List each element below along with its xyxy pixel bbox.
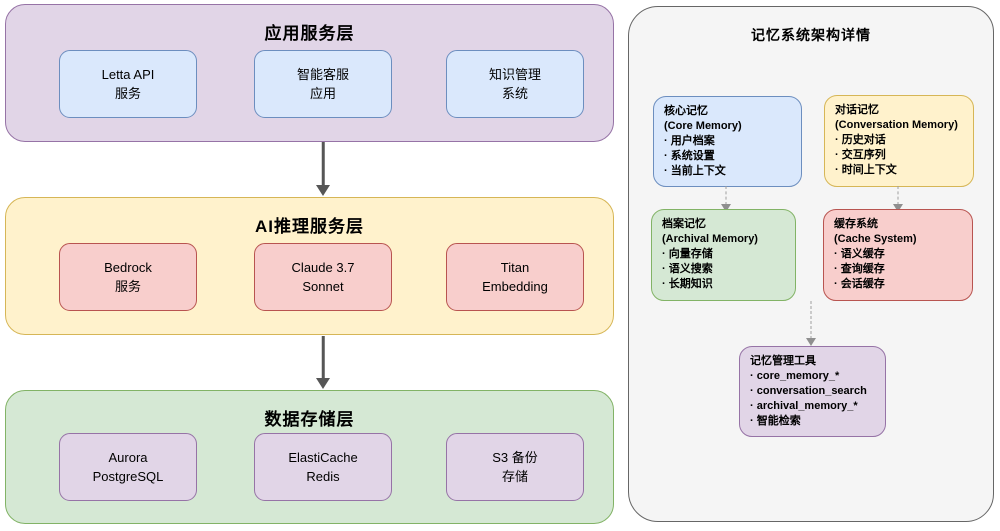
node-label-line: Embedding xyxy=(482,279,548,294)
card-item: 历史对话 xyxy=(835,133,963,148)
card-items: core_memory_* conversation_search archiv… xyxy=(750,369,875,429)
card-item: 语义搜索 xyxy=(662,262,785,277)
arrow-head-icon xyxy=(893,204,903,212)
card-subtitle: (Conversation Memory) xyxy=(835,119,958,131)
card-items: 用户档案 系统设置 当前上下文 xyxy=(664,134,791,179)
card-archival-memory: 档案记忆 (Archival Memory) 向量存储 语义搜索 长期知识 xyxy=(651,209,796,301)
arrow-ai-to-data xyxy=(315,336,331,389)
layer-title-ai: AI推理服务层 xyxy=(255,217,364,236)
node-label-line: S3 备份 xyxy=(492,450,538,465)
node-label-line: Redis xyxy=(306,469,340,484)
node-label-line: 存储 xyxy=(501,469,528,484)
card-item: 用户档案 xyxy=(664,134,791,149)
node-claude-37-sonnet: Claude 3.7 Sonnet xyxy=(254,243,392,311)
node-aurora-postgresql: Aurora PostgreSQL xyxy=(59,433,197,501)
node-label-line: PostgreSQL xyxy=(92,469,164,484)
layer-data-storage: 数据存储层 Aurora PostgreSQL ElastiCache Redi… xyxy=(5,390,614,524)
card-item: 语义缓存 xyxy=(834,247,962,262)
node-label-line: Sonnet xyxy=(302,279,344,294)
layer-title-application: 应用服务层 xyxy=(264,24,355,43)
node-label-line: 服务 xyxy=(114,86,141,101)
arrow-core-to-archival xyxy=(720,186,732,212)
card-item: 查询缓存 xyxy=(834,262,962,277)
node-letta-api-service: Letta API 服务 xyxy=(59,50,197,118)
card-subtitle: (Core Memory) xyxy=(664,120,742,132)
arrow-to-memory-tools xyxy=(805,301,817,346)
node-label-line: 应用 xyxy=(309,86,336,101)
node-label-line: Titan xyxy=(500,260,530,275)
card-item: 交互序列 xyxy=(835,148,963,163)
node-label-line: 服务 xyxy=(114,279,141,294)
node-label-line: Bedrock xyxy=(104,260,152,275)
layer-ai-inference: AI推理服务层 Bedrock 服务 Claude 3.7 Sonnet Tit… xyxy=(5,197,614,335)
arrow-head-icon xyxy=(806,338,816,346)
card-item: 系统设置 xyxy=(664,149,791,164)
card-items: 语义缓存 查询缓存 会话缓存 xyxy=(834,247,962,292)
node-label-line: 智能客服 xyxy=(296,67,349,82)
card-title: 对话记忆 xyxy=(835,104,879,116)
card-item: 时间上下文 xyxy=(835,163,963,178)
node-label-line: 系统 xyxy=(501,86,528,101)
card-subtitle: (Archival Memory) xyxy=(662,233,758,245)
node-label-line: Aurora xyxy=(108,450,148,465)
dashed-arrow-shaft xyxy=(725,186,727,205)
card-cache-system: 缓存系统 (Cache System) 语义缓存 查询缓存 会话缓存 xyxy=(823,209,973,301)
card-item: 会话缓存 xyxy=(834,277,962,292)
layer-application-services: 应用服务层 Letta API 服务 智能客服 应用 知识管理 系统 xyxy=(5,4,614,142)
card-title: 缓存系统 xyxy=(834,218,878,230)
arrow-head-icon xyxy=(721,204,731,212)
card-memory-tools: 记忆管理工具 core_memory_* conversation_search… xyxy=(739,346,886,437)
dashed-arrow-shaft xyxy=(897,186,899,205)
node-label-line: Claude 3.7 xyxy=(291,260,355,275)
card-subtitle: (Cache System) xyxy=(834,233,917,245)
card-item: core_memory_* xyxy=(750,369,875,384)
node-knowledge-management-system: 知识管理 系统 xyxy=(446,50,584,118)
card-item: 当前上下文 xyxy=(664,164,791,179)
card-item: 向量存储 xyxy=(662,247,785,262)
node-s3-backup-storage: S3 备份 存储 xyxy=(446,433,584,501)
node-label-line: ElastiCache xyxy=(288,450,358,465)
card-item: 长期知识 xyxy=(662,277,785,292)
node-titan-embedding: Titan Embedding xyxy=(446,243,584,311)
memory-system-panel: 记忆系统架构详情 核心记忆 (Core Memory) 用户档案 系统设置 当前… xyxy=(628,6,994,522)
arrow-app-to-ai xyxy=(315,142,331,196)
node-elasticache-redis: ElastiCache Redis xyxy=(254,433,392,501)
arrow-conversation-to-cache xyxy=(892,186,904,212)
card-items: 历史对话 交互序列 时间上下文 xyxy=(835,133,963,178)
card-item: 智能检索 xyxy=(750,414,875,429)
arrow-head-icon xyxy=(316,378,330,389)
card-title: 核心记忆 xyxy=(664,105,708,117)
node-label-line: Letta API xyxy=(101,67,155,82)
dashed-arrow-shaft xyxy=(810,301,812,339)
card-item: archival_memory_* xyxy=(750,399,875,414)
arrow-head-icon xyxy=(316,185,330,196)
arrow-shaft xyxy=(321,142,325,187)
card-title: 档案记忆 xyxy=(662,218,706,230)
panel-title: 记忆系统架构详情 xyxy=(751,27,871,43)
node-smart-customer-service-app: 智能客服 应用 xyxy=(254,50,392,118)
card-item: conversation_search xyxy=(750,384,875,399)
card-items: 向量存储 语义搜索 长期知识 xyxy=(662,247,785,292)
card-title: 记忆管理工具 xyxy=(750,355,816,367)
layer-title-data: 数据存储层 xyxy=(264,410,355,429)
node-bedrock-service: Bedrock 服务 xyxy=(59,243,197,311)
card-core-memory: 核心记忆 (Core Memory) 用户档案 系统设置 当前上下文 xyxy=(653,96,802,187)
arrow-shaft xyxy=(321,336,325,380)
node-label-line: 知识管理 xyxy=(488,67,541,82)
card-conversation-memory: 对话记忆 (Conversation Memory) 历史对话 交互序列 时间上… xyxy=(824,95,974,187)
